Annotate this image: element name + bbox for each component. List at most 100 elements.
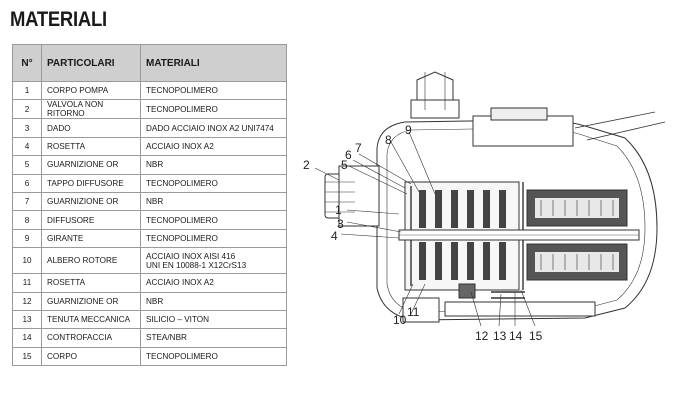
row-part: TENUTA MECCANICA [41,309,141,330]
callout-3: 3 [337,217,344,231]
row-part: CORPO POMPA [41,80,141,101]
material-line: TECNOPOLIMERO [146,178,218,188]
row-number: 12 [12,291,42,311]
callout-7: 7 [355,141,362,155]
material-line: TECNOPOLIMERO [146,86,218,96]
row-material: DADO ACCIAIO INOX A2 UNI7474 [140,118,287,138]
material-line: UNI EN 10088-1 X12CrS13 [146,260,247,270]
callout-11: 11 [407,305,420,319]
row-part: GUARNIZIONE OR [41,291,141,311]
row-part: ROSETTA [41,136,141,157]
callout-5: 5 [341,158,348,172]
row-part: CORPO [41,346,141,367]
row-material: NBR [140,191,287,212]
row-material: ACCIAIO INOX A2 [140,136,287,157]
header-parts: PARTICOLARI [41,44,141,82]
material-line: ACCIAIO INOX A2 [146,141,214,151]
callout-1: 1 [335,203,342,217]
callout-15: 15 [529,329,543,343]
row-material: TECNOPOLIMERO [140,173,287,193]
row-number: 14 [12,328,42,348]
row-material: TECNOPOLIMERO [140,99,287,120]
row-material: ACCIAIO INOX A2 [140,273,287,293]
material-line: TECNOPOLIMERO [146,233,218,243]
row-material: TECNOPOLIMERO [140,80,287,101]
material-line: NBR [146,197,164,207]
callout-8: 8 [385,133,392,147]
callout-9: 9 [405,123,412,137]
row-material: TECNOPOLIMERO [140,346,287,367]
material-line: TECNOPOLIMERO [146,351,218,361]
row-number: 3 [12,118,42,138]
row-number: 7 [12,191,42,212]
material-line: DADO ACCIAIO INOX A2 UNI7474 [146,123,274,133]
row-material: NBR [140,291,287,311]
row-part: VALVOLA NON RITORNO [41,99,141,120]
callout-4: 4 [331,229,338,243]
callout-2: 2 [303,158,310,172]
row-material: TECNOPOLIMERO [140,210,287,230]
material-line: ACCIAIO INOX A2 [146,278,214,288]
row-number: 8 [12,210,42,230]
callout-6: 6 [345,148,352,162]
row-part: GIRANTE [41,228,141,249]
material-line: TECNOPOLIMERO [146,104,218,114]
material-line: NBR [146,160,164,170]
material-line: SILICIO – VITON [146,315,210,325]
row-number: 2 [12,99,42,120]
row-part: ALBERO ROTORE [41,247,141,275]
row-number: 9 [12,228,42,249]
row-part: DIFFUSORE [41,210,141,230]
row-material: SILICIO – VITON [140,309,287,330]
row-number: 5 [12,155,42,175]
row-material: STEA/NBR [140,328,287,348]
row-part: GUARNIZIONE OR [41,155,141,175]
row-number: 11 [12,273,42,293]
callout-10: 10 [393,313,407,327]
row-number: 6 [12,173,42,193]
row-number: 13 [12,309,42,330]
row-part: CONTROFACCIA [41,328,141,348]
row-material: TECNOPOLIMERO [140,228,287,249]
header-materials: MATERIALI [140,44,287,82]
row-number: 10 [12,247,42,275]
row-part: ROSETTA [41,273,141,293]
material-line: NBR [146,296,164,306]
row-part: GUARNIZIONE OR [41,191,141,212]
pump-cross-section-drawing: 2 6 7 5 8 9 1 3 4 10 11 12 13 14 15 [303,71,666,343]
row-number: 15 [12,346,42,367]
callout-14: 14 [509,329,523,343]
page-title: MATERIALI [10,8,107,31]
callout-12: 12 [475,329,489,343]
material-line: TECNOPOLIMERO [146,215,218,225]
callout-labels: 2 6 7 5 8 9 1 3 4 10 11 12 13 14 15 [303,123,543,343]
material-line: STEA/NBR [146,333,187,343]
callout-13: 13 [493,329,507,343]
header-number: N° [12,44,42,82]
material-line: ACCIAIO INOX AISI 416 [146,251,236,261]
row-material: NBR [140,155,287,175]
row-number: 1 [12,80,42,101]
row-part: TAPPO DIFFUSORE [41,173,141,193]
row-number: 4 [12,136,42,157]
row-part: DADO [41,118,141,138]
table-header-row: N° PARTICOLARI MATERIALI [12,44,287,82]
